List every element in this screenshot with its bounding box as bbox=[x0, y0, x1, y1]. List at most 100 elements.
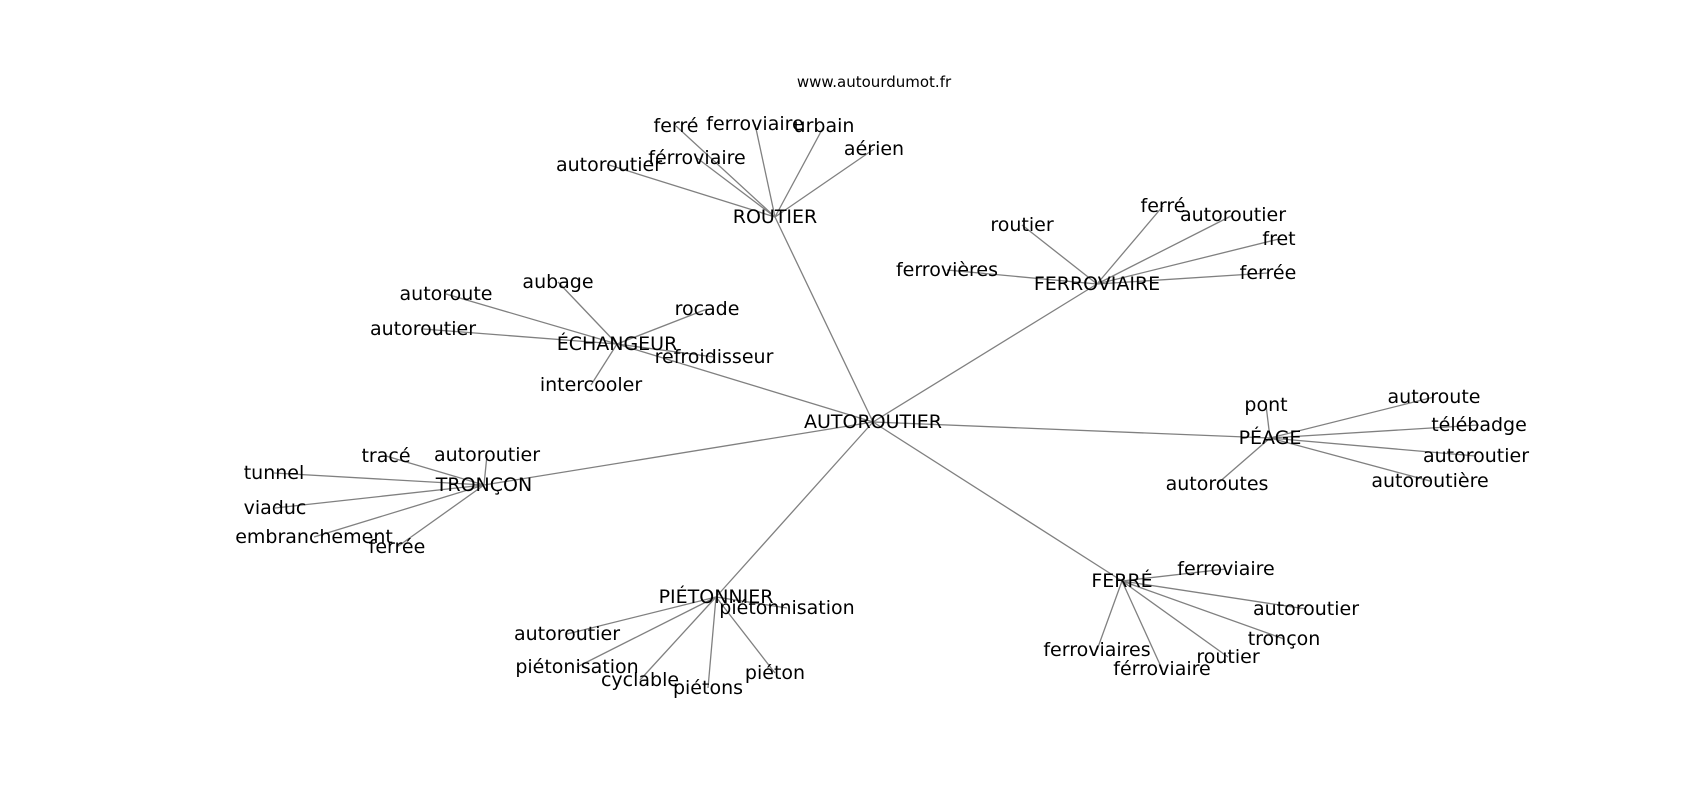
hub-node[interactable]: PÉAGE bbox=[1239, 426, 1302, 449]
edge-hub-leaf bbox=[1096, 214, 1234, 285]
leaf-node[interactable]: piétons bbox=[673, 677, 743, 699]
graph-edges bbox=[273, 123, 1480, 689]
edge-hub-leaf bbox=[1021, 224, 1098, 285]
edge-hub-leaf bbox=[313, 484, 485, 538]
edge-hub-leaf bbox=[616, 308, 708, 345]
leaf-node[interactable]: viaduc bbox=[244, 497, 307, 519]
edge-hub-leaf bbox=[774, 148, 875, 218]
leaf-node[interactable]: ferrée bbox=[369, 536, 426, 558]
edge-hub-leaf bbox=[696, 157, 776, 218]
edge-hub-leaf bbox=[946, 269, 1098, 285]
hub-node[interactable]: TRONÇON bbox=[435, 474, 532, 496]
edge-hub-leaf bbox=[1269, 437, 1477, 457]
edge-center-hub bbox=[715, 421, 874, 598]
edge-hub-leaf bbox=[1096, 205, 1164, 285]
leaf-node[interactable]: ferroviaire bbox=[706, 113, 803, 135]
edge-hub-leaf bbox=[1121, 580, 1163, 670]
edge-hub-leaf bbox=[274, 484, 485, 509]
edge-center-hub bbox=[774, 216, 874, 423]
edge-hub-leaf bbox=[616, 343, 715, 358]
edge-hub-leaf bbox=[1121, 580, 1307, 610]
leaf-node[interactable]: tunnel bbox=[244, 462, 305, 484]
edge-hub-leaf bbox=[422, 328, 618, 345]
edge-hub-leaf bbox=[1216, 437, 1271, 485]
leaf-node[interactable]: autoroutier bbox=[1180, 204, 1286, 226]
leaf-node[interactable]: autoroutier bbox=[514, 623, 620, 645]
edge-hub-leaf bbox=[608, 164, 776, 218]
leaf-node[interactable]: piéton bbox=[745, 662, 805, 684]
leaf-node[interactable]: fret bbox=[1262, 228, 1295, 250]
leaf-node[interactable]: ferrée bbox=[1240, 262, 1297, 284]
leaf-node[interactable]: tracé bbox=[361, 445, 410, 467]
leaf-node[interactable]: autoroutier bbox=[434, 444, 540, 466]
center-node[interactable]: AUTOROUTIER bbox=[804, 411, 942, 433]
leaf-node[interactable]: urbain bbox=[794, 115, 855, 137]
leaf-node[interactable]: férroviaire bbox=[1113, 658, 1210, 680]
hub-node[interactable]: ROUTIER bbox=[733, 206, 817, 228]
leaf-node[interactable]: pont bbox=[1244, 394, 1287, 416]
edge-hub-leaf bbox=[566, 596, 717, 635]
edge-hub-leaf bbox=[675, 125, 776, 218]
leaf-node[interactable]: refroidisseur bbox=[655, 346, 774, 368]
graph-labels: www.autourdumot.fr AUTOROUTIERROUTIERfer… bbox=[235, 73, 1529, 699]
hub-node[interactable]: PIÉTONNIER bbox=[659, 585, 774, 608]
leaf-node[interactable]: tronçon bbox=[1248, 628, 1321, 650]
leaf-node[interactable]: cyclable bbox=[601, 669, 679, 691]
leaf-node[interactable]: télébadge bbox=[1431, 414, 1527, 436]
leaf-node[interactable]: aubage bbox=[522, 271, 593, 293]
leaf-node[interactable]: férroviaire bbox=[648, 147, 745, 169]
edge-center-hub bbox=[872, 421, 1271, 439]
leaf-node[interactable]: autoroutière bbox=[1371, 470, 1488, 492]
hub-node[interactable]: FERRÉ bbox=[1091, 569, 1152, 592]
edge-center-hub bbox=[483, 421, 874, 486]
edge-hub-leaf bbox=[1121, 568, 1227, 582]
leaf-node[interactable]: ferroviaire bbox=[1177, 558, 1274, 580]
edge-hub-leaf bbox=[774, 125, 825, 218]
leaf-node[interactable]: ferré bbox=[1141, 195, 1186, 217]
leaf-node[interactable]: piétonnisation bbox=[719, 597, 854, 619]
hub-node[interactable]: FERROVIAIRE bbox=[1034, 273, 1160, 295]
edge-center-hub bbox=[872, 421, 1123, 582]
edge-hub-leaf bbox=[707, 596, 717, 689]
leaf-node[interactable]: autoroutier bbox=[1423, 445, 1529, 467]
edge-hub-leaf bbox=[1265, 404, 1271, 439]
leaf-node[interactable]: routier bbox=[1196, 646, 1259, 668]
edge-hub-leaf bbox=[445, 293, 618, 345]
edge-center-hub bbox=[872, 283, 1098, 423]
edge-hub-leaf bbox=[483, 454, 488, 486]
leaf-node[interactable]: piétonisation bbox=[515, 656, 638, 678]
leaf-node[interactable]: autoroutier bbox=[556, 154, 662, 176]
hub-node[interactable]: ÉCHANGEUR bbox=[557, 332, 678, 355]
edge-hub-leaf bbox=[273, 472, 485, 486]
leaf-node[interactable]: autoroute bbox=[400, 283, 493, 305]
edge-hub-leaf bbox=[1269, 424, 1480, 439]
edge-hub-leaf bbox=[639, 596, 717, 681]
edge-hub-leaf bbox=[1096, 272, 1269, 285]
leaf-node[interactable]: rocade bbox=[675, 298, 740, 320]
edge-center-hub bbox=[616, 343, 874, 423]
edge-hub-leaf bbox=[1121, 580, 1285, 640]
leaf-node[interactable]: ferré bbox=[654, 115, 699, 137]
leaf-node[interactable]: routier bbox=[990, 214, 1053, 236]
leaf-node[interactable]: ferroviaires bbox=[1043, 639, 1150, 661]
edge-hub-leaf bbox=[1096, 238, 1280, 285]
edge-hub-leaf bbox=[715, 596, 776, 674]
leaf-node[interactable]: autoroutes bbox=[1166, 473, 1269, 495]
edge-hub-leaf bbox=[715, 596, 788, 609]
leaf-node[interactable]: embranchement bbox=[235, 526, 393, 548]
leaf-node[interactable]: autoroute bbox=[1388, 386, 1481, 408]
edge-hub-leaf bbox=[754, 123, 776, 218]
edge-hub-leaf bbox=[1269, 396, 1435, 439]
leaf-node[interactable]: intercooler bbox=[540, 374, 643, 396]
leaf-node[interactable]: autoroutier bbox=[1253, 598, 1359, 620]
leaf-node[interactable]: aérien bbox=[844, 138, 904, 160]
edge-hub-leaf bbox=[590, 343, 618, 386]
edge-hub-leaf bbox=[1269, 437, 1431, 482]
edge-hub-leaf bbox=[396, 484, 485, 548]
edge-hub-leaf bbox=[1121, 580, 1229, 658]
edge-hub-leaf bbox=[1096, 580, 1123, 651]
leaf-node[interactable]: autoroutier bbox=[370, 318, 476, 340]
leaf-node[interactable]: ferrovières bbox=[896, 259, 998, 281]
edge-hub-leaf bbox=[557, 281, 618, 345]
